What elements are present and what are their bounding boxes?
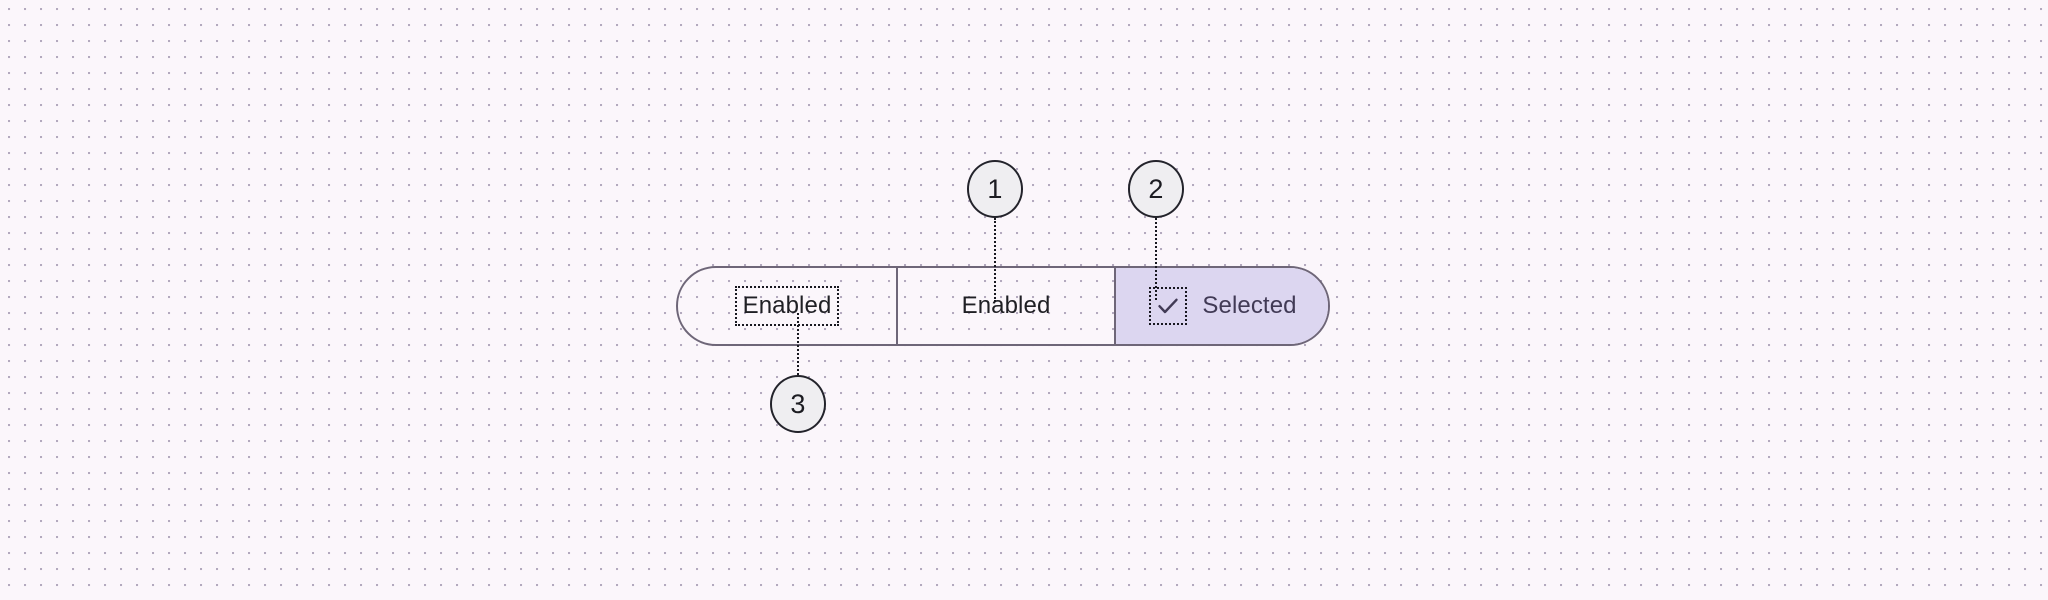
callout-badge-number-2: 2 (1148, 173, 1164, 204)
segment-enabled-2[interactable]: Enabled (896, 268, 1114, 344)
callout-leader-line-3 (797, 313, 799, 375)
segment-enabled-1[interactable]: Enabled (678, 268, 896, 344)
segment-label-1: Enabled (734, 286, 840, 326)
check-icon (1149, 287, 1188, 325)
callout-leader-line-1 (994, 218, 996, 302)
segment-selected-3[interactable]: Selected (1114, 268, 1328, 344)
callout-badge-3: 3 (770, 375, 826, 433)
callout-badge-2: 2 (1128, 160, 1184, 218)
segment-label-3: Selected (1202, 292, 1297, 319)
callout-badge-1: 1 (967, 160, 1023, 218)
segment-selected-content: Selected (1149, 287, 1297, 325)
callout-badge-number-1: 1 (987, 173, 1003, 204)
callout-badge-number-3: 3 (790, 388, 806, 419)
segment-label-2: Enabled (961, 292, 1051, 319)
callout-leader-line-2 (1155, 218, 1157, 300)
segmented-button-group[interactable]: Enabled Enabled Selected (676, 266, 1330, 346)
